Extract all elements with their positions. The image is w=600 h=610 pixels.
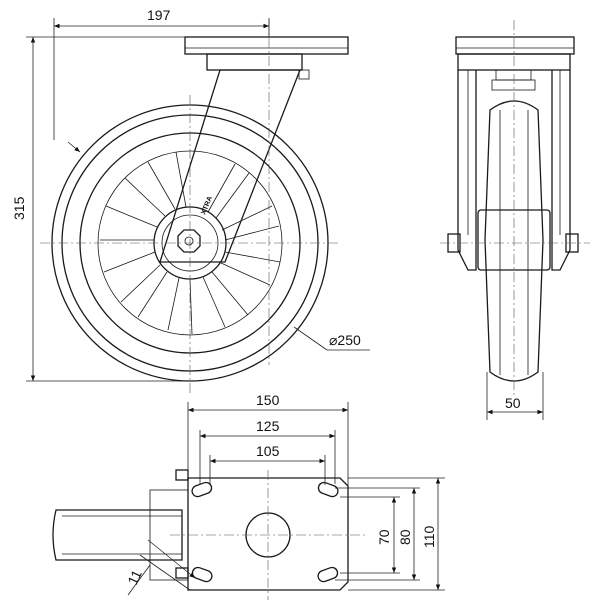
fork-arm bbox=[159, 69, 301, 263]
bolt-slot-tr bbox=[317, 481, 339, 498]
dim-total-height: 315 bbox=[11, 196, 27, 220]
top-wheel bbox=[52, 509, 183, 561]
dim-plate-height: 110 bbox=[421, 525, 437, 548]
end-view: 50 bbox=[440, 20, 590, 420]
base-plate bbox=[187, 477, 349, 591]
end-wheel bbox=[484, 100, 544, 382]
bolt-slot-tl bbox=[191, 481, 213, 498]
wheel-spokes bbox=[100, 151, 281, 335]
dim-wheel-width: 50 bbox=[505, 395, 521, 411]
end-top-plate bbox=[455, 36, 575, 55]
dim-vertical-inner: 70 bbox=[376, 529, 392, 545]
axle-nut bbox=[177, 229, 201, 253]
side-view: XTRA 197 315 ⌀250 bbox=[11, 7, 370, 395]
end-fork-right bbox=[551, 70, 571, 271]
dim-wheel-diameter: ⌀250 bbox=[329, 332, 361, 348]
top-view: 150 125 105 70 80 110 11 bbox=[52, 392, 445, 600]
dim-bolt-outer: 125 bbox=[256, 418, 280, 434]
dim-bolt-inner: 105 bbox=[256, 443, 280, 459]
dim-plate-width: 150 bbox=[256, 392, 280, 408]
swivel-housing bbox=[206, 53, 303, 71]
top-plate bbox=[184, 36, 349, 55]
bolt-slot-br bbox=[317, 566, 339, 583]
end-fork-left bbox=[457, 70, 477, 271]
dim-vertical-outer: 80 bbox=[397, 529, 413, 545]
dim-bolt-hole: 11 bbox=[124, 567, 145, 587]
bolt-slot-bl bbox=[191, 566, 213, 583]
dim-top-width: 197 bbox=[147, 7, 171, 23]
